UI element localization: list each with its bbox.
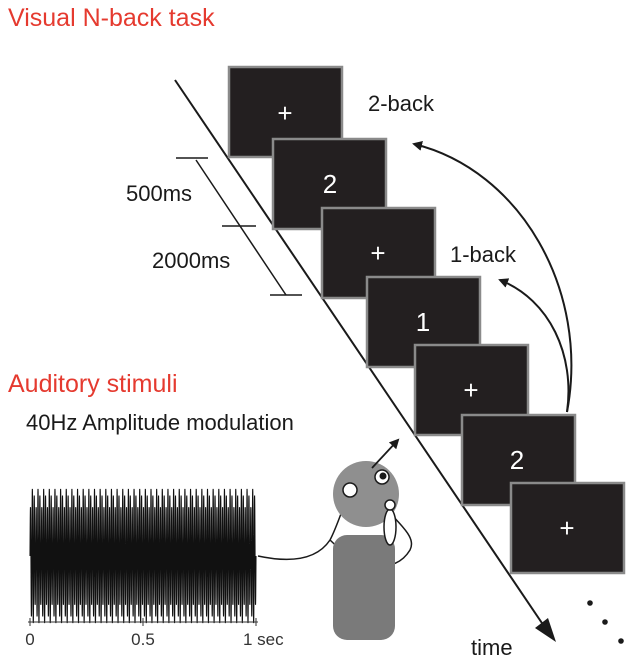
stimulus-symbol: + [559, 513, 574, 543]
x-tick-label: 1 sec [243, 630, 284, 649]
waveform-label: 40Hz Amplitude modulation [26, 410, 294, 435]
stimulus-symbol: 2 [323, 169, 337, 199]
stimulus-symbol: 2 [510, 445, 524, 475]
one-back-label: 1-back [450, 242, 517, 267]
stimulus-symbol: + [370, 238, 385, 268]
duration-label-500ms: 500ms [126, 181, 192, 206]
gaze-arrow [371, 438, 400, 469]
headphone-small-icon [384, 499, 396, 511]
headphone-right-icon [383, 508, 397, 546]
duration-scale-line [195, 159, 287, 296]
stimulus-symbol: + [463, 375, 478, 405]
time-axis-arrowhead [535, 618, 556, 642]
pupil-icon [379, 472, 387, 480]
x-tick-label: 0 [25, 630, 34, 649]
time-axis-label: time [471, 635, 513, 660]
time-axis [174, 79, 549, 633]
visual-task-title: Visual N-back task [8, 4, 215, 32]
am-waveform [29, 488, 257, 624]
stimulus-symbol: 1 [416, 307, 430, 337]
headphone-left-icon [342, 482, 358, 498]
one-back-arrow [498, 278, 570, 413]
auditory-stimuli-title: Auditory stimuli [8, 370, 178, 398]
participant-figure [333, 461, 399, 640]
stimulus-screen: + [509, 481, 626, 575]
stimulus-symbol: + [277, 98, 292, 128]
two-back-arrow [412, 141, 573, 413]
duration-label-2000ms: 2000ms [152, 248, 230, 273]
two-back-label: 2-back [368, 91, 435, 116]
participant-body [333, 535, 395, 640]
continuation-dot [587, 600, 593, 606]
continuation-dot [618, 638, 624, 644]
continuation-dot [602, 619, 608, 625]
x-tick-label: 0.5 [131, 630, 155, 649]
